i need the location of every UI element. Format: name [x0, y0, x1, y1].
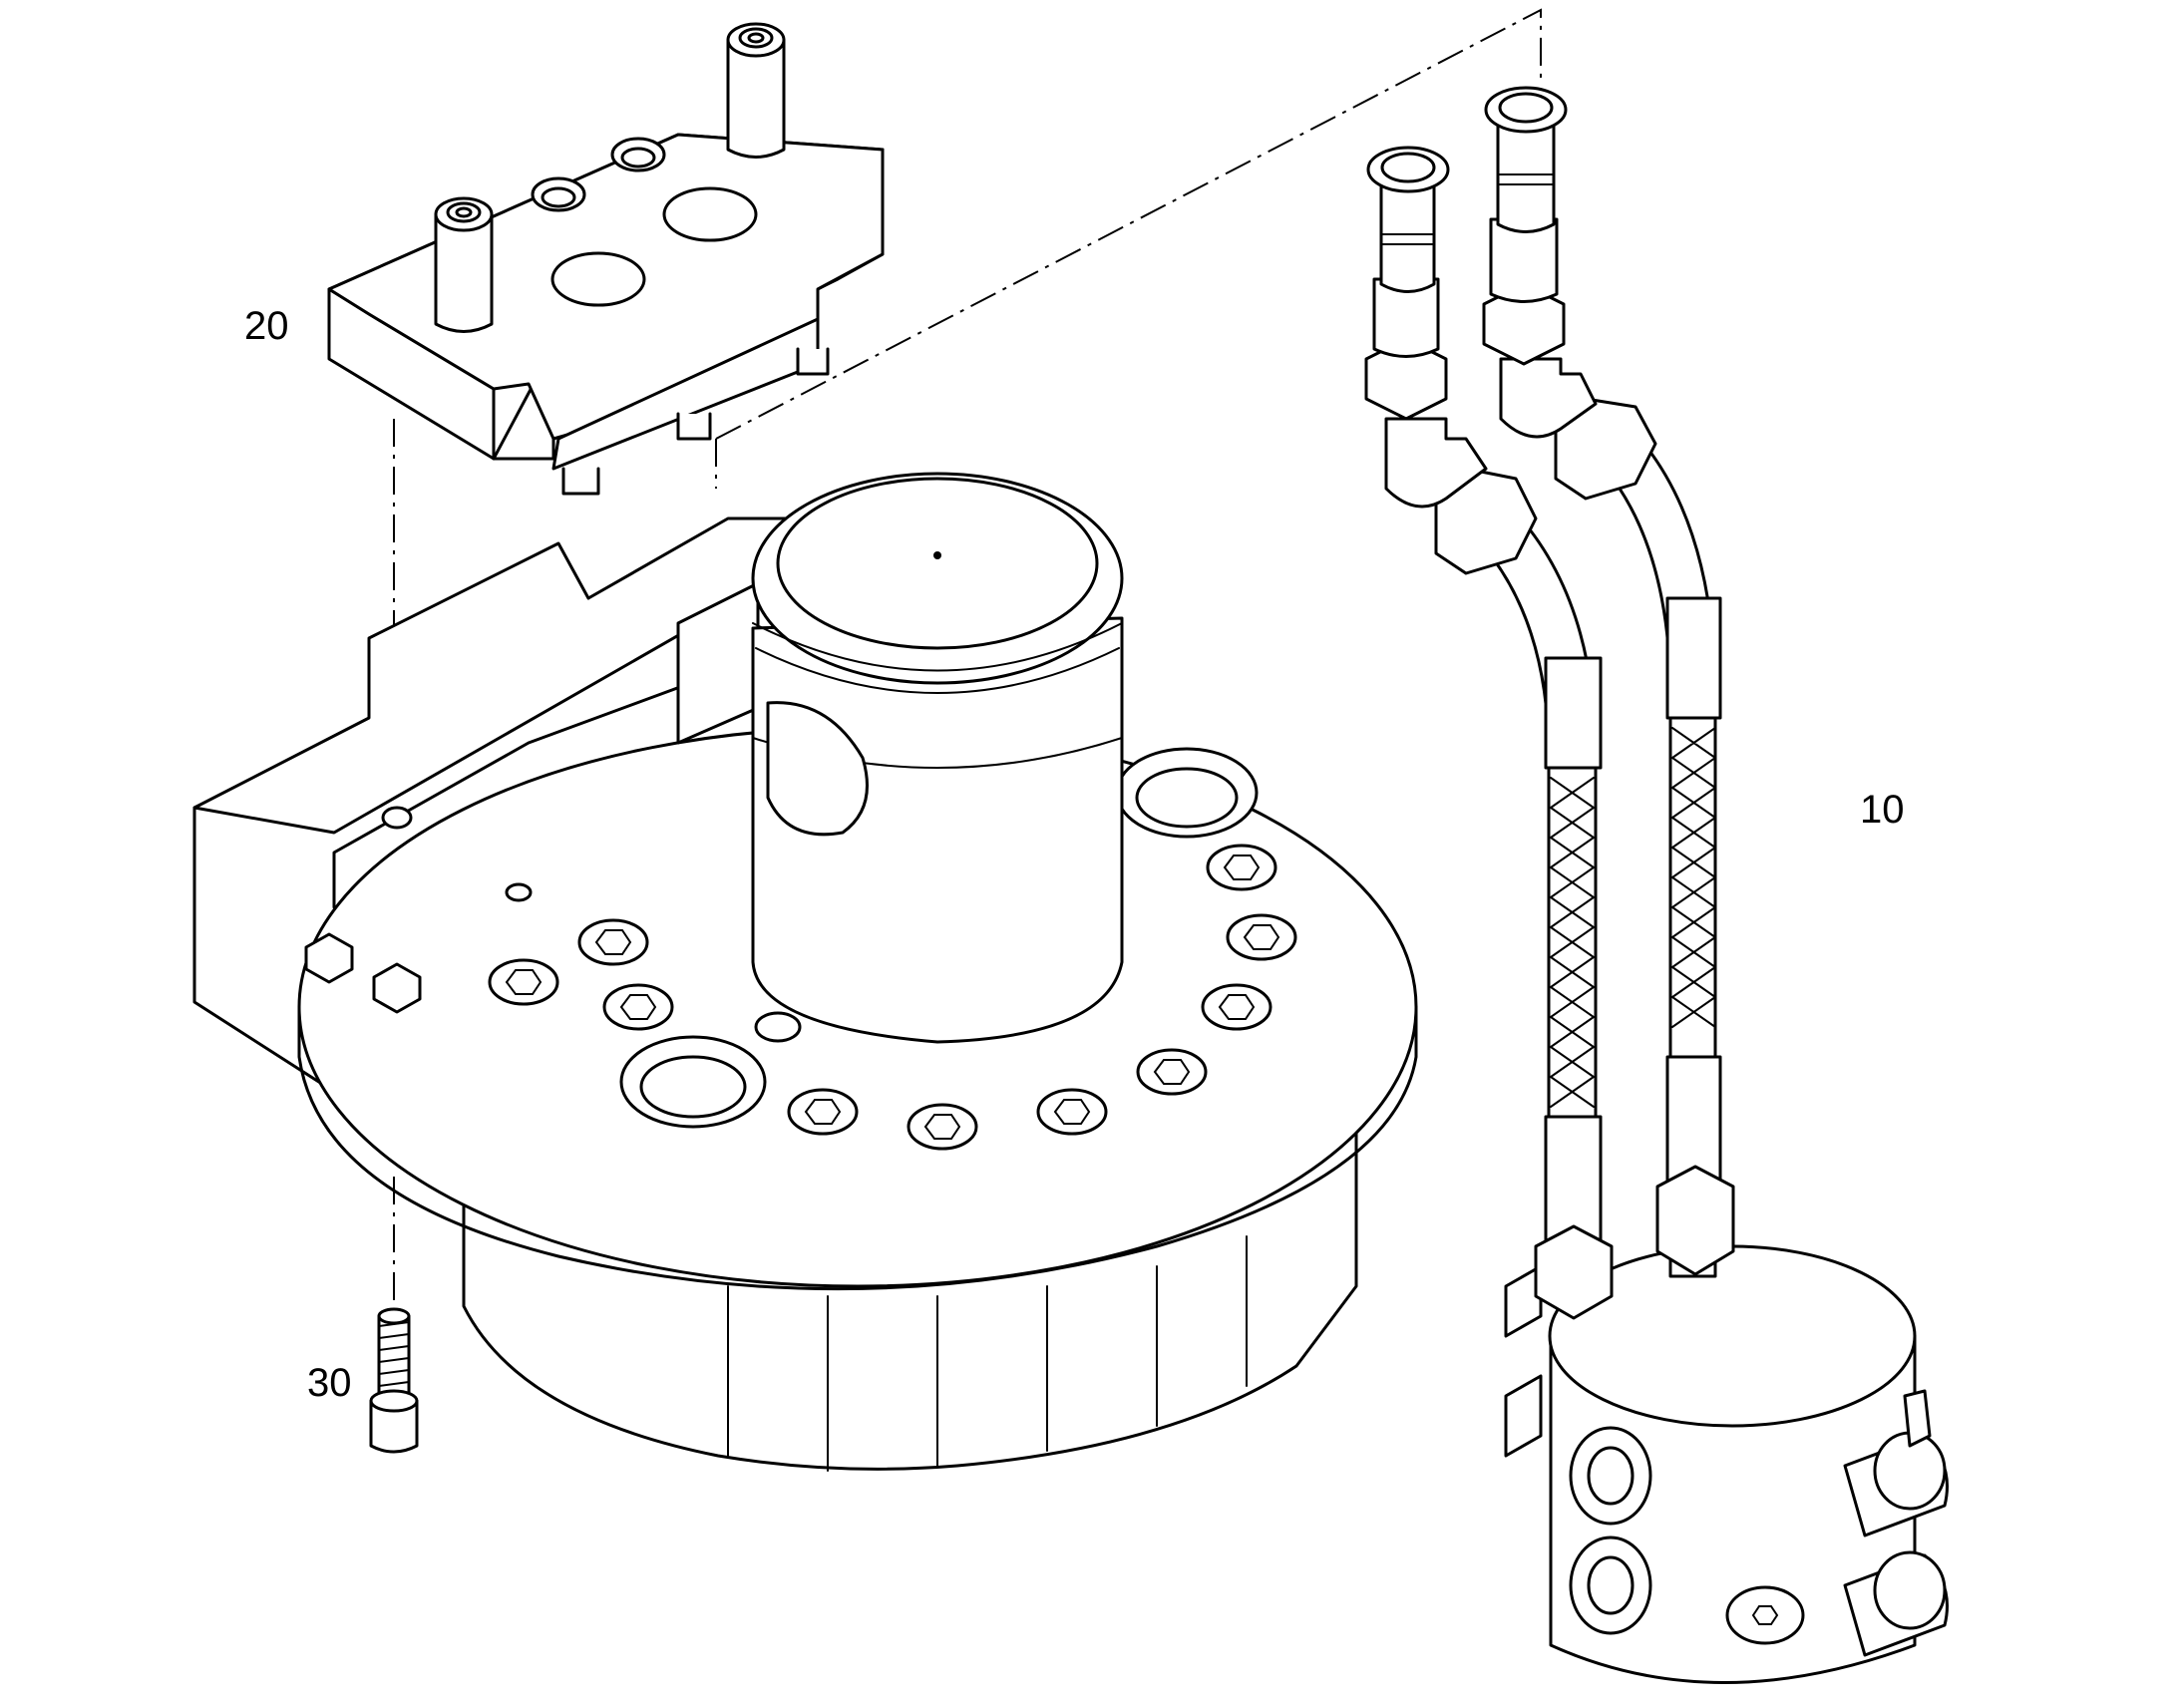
- valve-block-pin-2: [676, 412, 712, 441]
- valve-block-bore-large: [550, 251, 646, 307]
- flange-bolts: [488, 844, 1297, 1151]
- housing-flange-side: [297, 1005, 1418, 1291]
- valve-block-pin-1: [561, 467, 600, 496]
- hose-rear: [1554, 397, 1735, 1278]
- motor-window: [766, 701, 869, 837]
- callout-labels: 20 10 30: [244, 304, 1905, 1405]
- motor-cap-centre: [933, 551, 941, 559]
- callout-10: 10: [1860, 788, 1905, 832]
- hose-to-block-centerline: [715, 8, 1542, 440]
- center-lines: [393, 8, 1542, 1316]
- hose-front-upper-ferrule: [1544, 656, 1603, 770]
- pump-housing: [192, 472, 1418, 1472]
- callout-30: 30: [307, 1361, 352, 1405]
- elbow-fitting-rear: [1482, 86, 1598, 439]
- manifold-plug: [1725, 1585, 1805, 1645]
- hose-rear-upper-ferrule: [1665, 596, 1722, 720]
- valve-fitting-rear: [726, 22, 786, 159]
- valve-block-pin-3: [796, 347, 830, 376]
- manifold-rear-lug: [1504, 1264, 1543, 1338]
- motor-cap-rim: [752, 622, 1123, 694]
- hose-front: [1434, 467, 1614, 1320]
- valve-block: [327, 22, 885, 496]
- cap-screw: [369, 1307, 419, 1454]
- callout-20: 20: [244, 304, 289, 348]
- motor-cylinder: [751, 616, 1124, 1044]
- valve-fitting-front: [434, 196, 494, 333]
- flange-ports: [381, 747, 1259, 1129]
- hose-assembly: [1364, 86, 1949, 1684]
- valve-block-bore-rear: [662, 186, 758, 242]
- skirt-ribs: [727, 1235, 1248, 1472]
- hose-front-lower-nut: [1534, 1224, 1614, 1320]
- elbow-fitting-front: [1364, 146, 1488, 509]
- motor-cap-inner: [776, 477, 1099, 650]
- bracket-bolts: [304, 932, 422, 1014]
- bracket-top-flange: [192, 516, 815, 835]
- hose-rear-lower-nut: [1655, 1165, 1735, 1276]
